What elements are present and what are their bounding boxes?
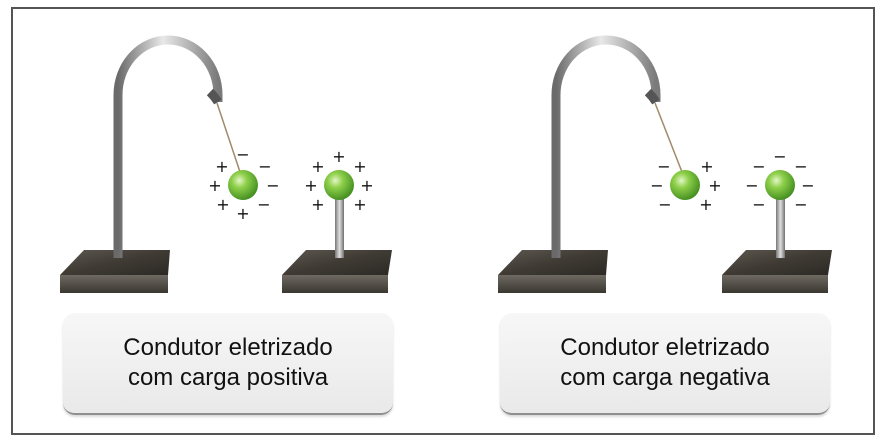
charge-sign: − [257,195,270,214]
setup-negative: − − − − + + + + − − − − − − − − [498,35,832,293]
conductor-sphere [324,170,354,200]
charge-sign: − [650,176,663,195]
conductor-base [722,250,832,293]
charge-sign: − [236,145,249,164]
charge-sign: − [794,157,807,176]
caption-line: com carga positiva [127,364,329,391]
charge-sign: + [353,195,366,214]
pendulum-stand-base [60,250,170,293]
pendulum-stand-base [498,250,608,293]
pendulum-charges: − − − − + + + + [650,157,721,214]
pendulum-sphere [670,170,700,200]
charge-sign: + [216,195,229,214]
charge-sign: − [658,195,671,214]
conductor-charges: − − − − − − − − [745,147,814,214]
conductor-base [282,250,392,293]
charge-sign: + [208,176,221,195]
charge-sign: + [332,147,345,166]
conductor-charges: + + + + + + + + [304,147,373,214]
charge-sign: + [304,176,317,195]
charge-sign: + [699,195,712,214]
charge-sign: + [236,204,249,223]
charge-sign: − [657,157,670,176]
pendulum-charges: + + + + − − − − [208,145,279,223]
pendulum-string [654,102,683,173]
charge-sign: − [266,176,279,195]
pendulum-sphere [228,170,258,200]
pendulum-stand-rod [551,35,661,258]
caption-negative: Condutor eletrizado com carga negativa [500,313,830,415]
caption-line: com carga negativa [560,364,770,391]
charge-sign: + [708,176,721,195]
charge-sign: + [311,195,324,214]
pendulum-string [216,102,241,173]
charge-sign: − [745,176,758,195]
charge-sign: − [752,195,765,214]
caption-line: Condutor eletrizado [560,334,770,361]
caption-positive: Condutor eletrizado com carga positiva [63,313,393,415]
charge-sign: − [801,176,814,195]
charge-sign: − [258,157,271,176]
charge-sign: + [700,157,713,176]
charge-sign: + [353,157,366,176]
conductor-post [335,196,344,258]
charge-sign: + [360,176,373,195]
charge-sign: − [773,147,786,166]
conductor-sphere [765,170,795,200]
pendulum-stand-rod [113,35,223,258]
charge-sign: + [215,157,228,176]
conductor-post [776,196,785,258]
charge-sign: − [794,195,807,214]
charge-sign: + [311,157,324,176]
caption-line: Condutor eletrizado [123,334,333,361]
setup-positive: + + + + − − − − + + + + + + + + [60,35,392,293]
charge-sign: − [752,157,765,176]
